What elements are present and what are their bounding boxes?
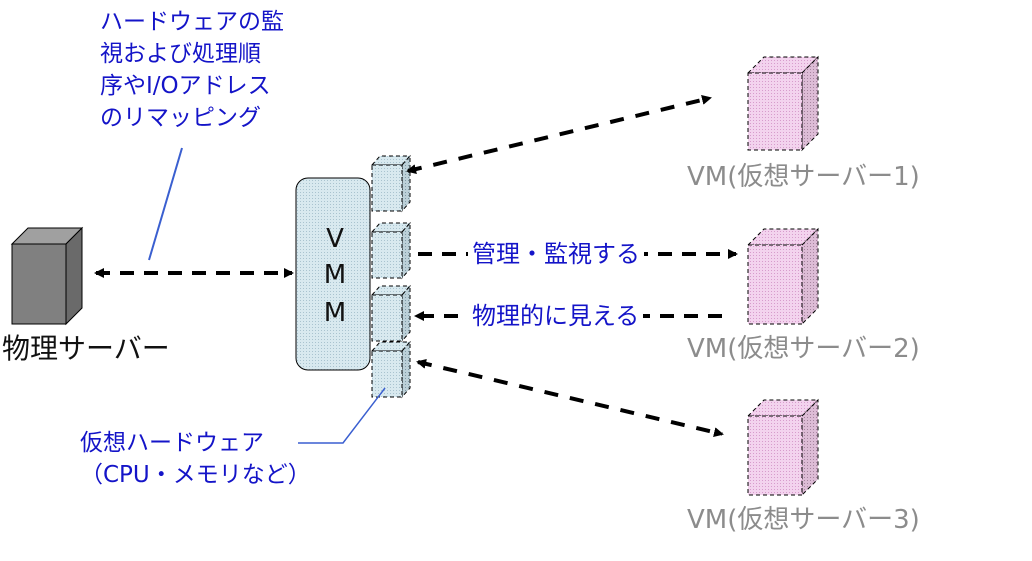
vmm-letter: V xyxy=(326,224,344,254)
annotation-line: ハードウェアの監 xyxy=(100,9,284,35)
annotation-line: 仮想ハードウェア xyxy=(80,430,264,456)
vm-label-1: VM(仮想サーバー1) xyxy=(687,162,920,192)
virtual-hardware-cube xyxy=(370,340,412,399)
vmm-box xyxy=(295,177,371,371)
annotation-line: 序やI/Oアドレス xyxy=(100,73,271,99)
virtual-hardware-annotation: 仮想ハードウェア （CPU・メモリなど） xyxy=(80,427,311,491)
physical-server-label: 物理サーバー xyxy=(2,332,170,365)
vm-box-1 xyxy=(746,55,820,152)
arrow-vm3 xyxy=(416,358,724,438)
virtual-hardware-leader-line xyxy=(298,387,386,444)
vm-box-2 xyxy=(746,227,820,326)
annotation-leader-line xyxy=(148,147,183,261)
annotation-line: 視および処理順 xyxy=(100,41,261,67)
physically-visible-label: 物理的に見える xyxy=(468,304,644,328)
vm-label-3: VM(仮想サーバー3) xyxy=(687,505,920,535)
vm-label-2: VM(仮想サーバー2) xyxy=(687,334,920,364)
virtual-hardware-cube xyxy=(370,284,412,343)
vmm-letter: M xyxy=(323,260,347,290)
virtual-hardware-cubes xyxy=(370,154,412,399)
virtual-hardware-cube xyxy=(370,221,412,280)
arrow-vm1 xyxy=(406,95,712,174)
vmm-letter: M xyxy=(323,298,347,328)
hardware-monitoring-annotation: ハードウェアの監 視および処理順 序やI/Oアドレス のリマッピング xyxy=(100,6,284,134)
physical-server-icon xyxy=(10,226,84,326)
annotation-line: （CPU・メモリなど） xyxy=(80,462,311,488)
vm-box-3 xyxy=(746,398,820,497)
manage-monitor-label: 管理・監視する xyxy=(468,242,644,266)
virtual-hardware-cube xyxy=(370,154,412,213)
annotation-line: のリマッピング xyxy=(100,105,261,131)
